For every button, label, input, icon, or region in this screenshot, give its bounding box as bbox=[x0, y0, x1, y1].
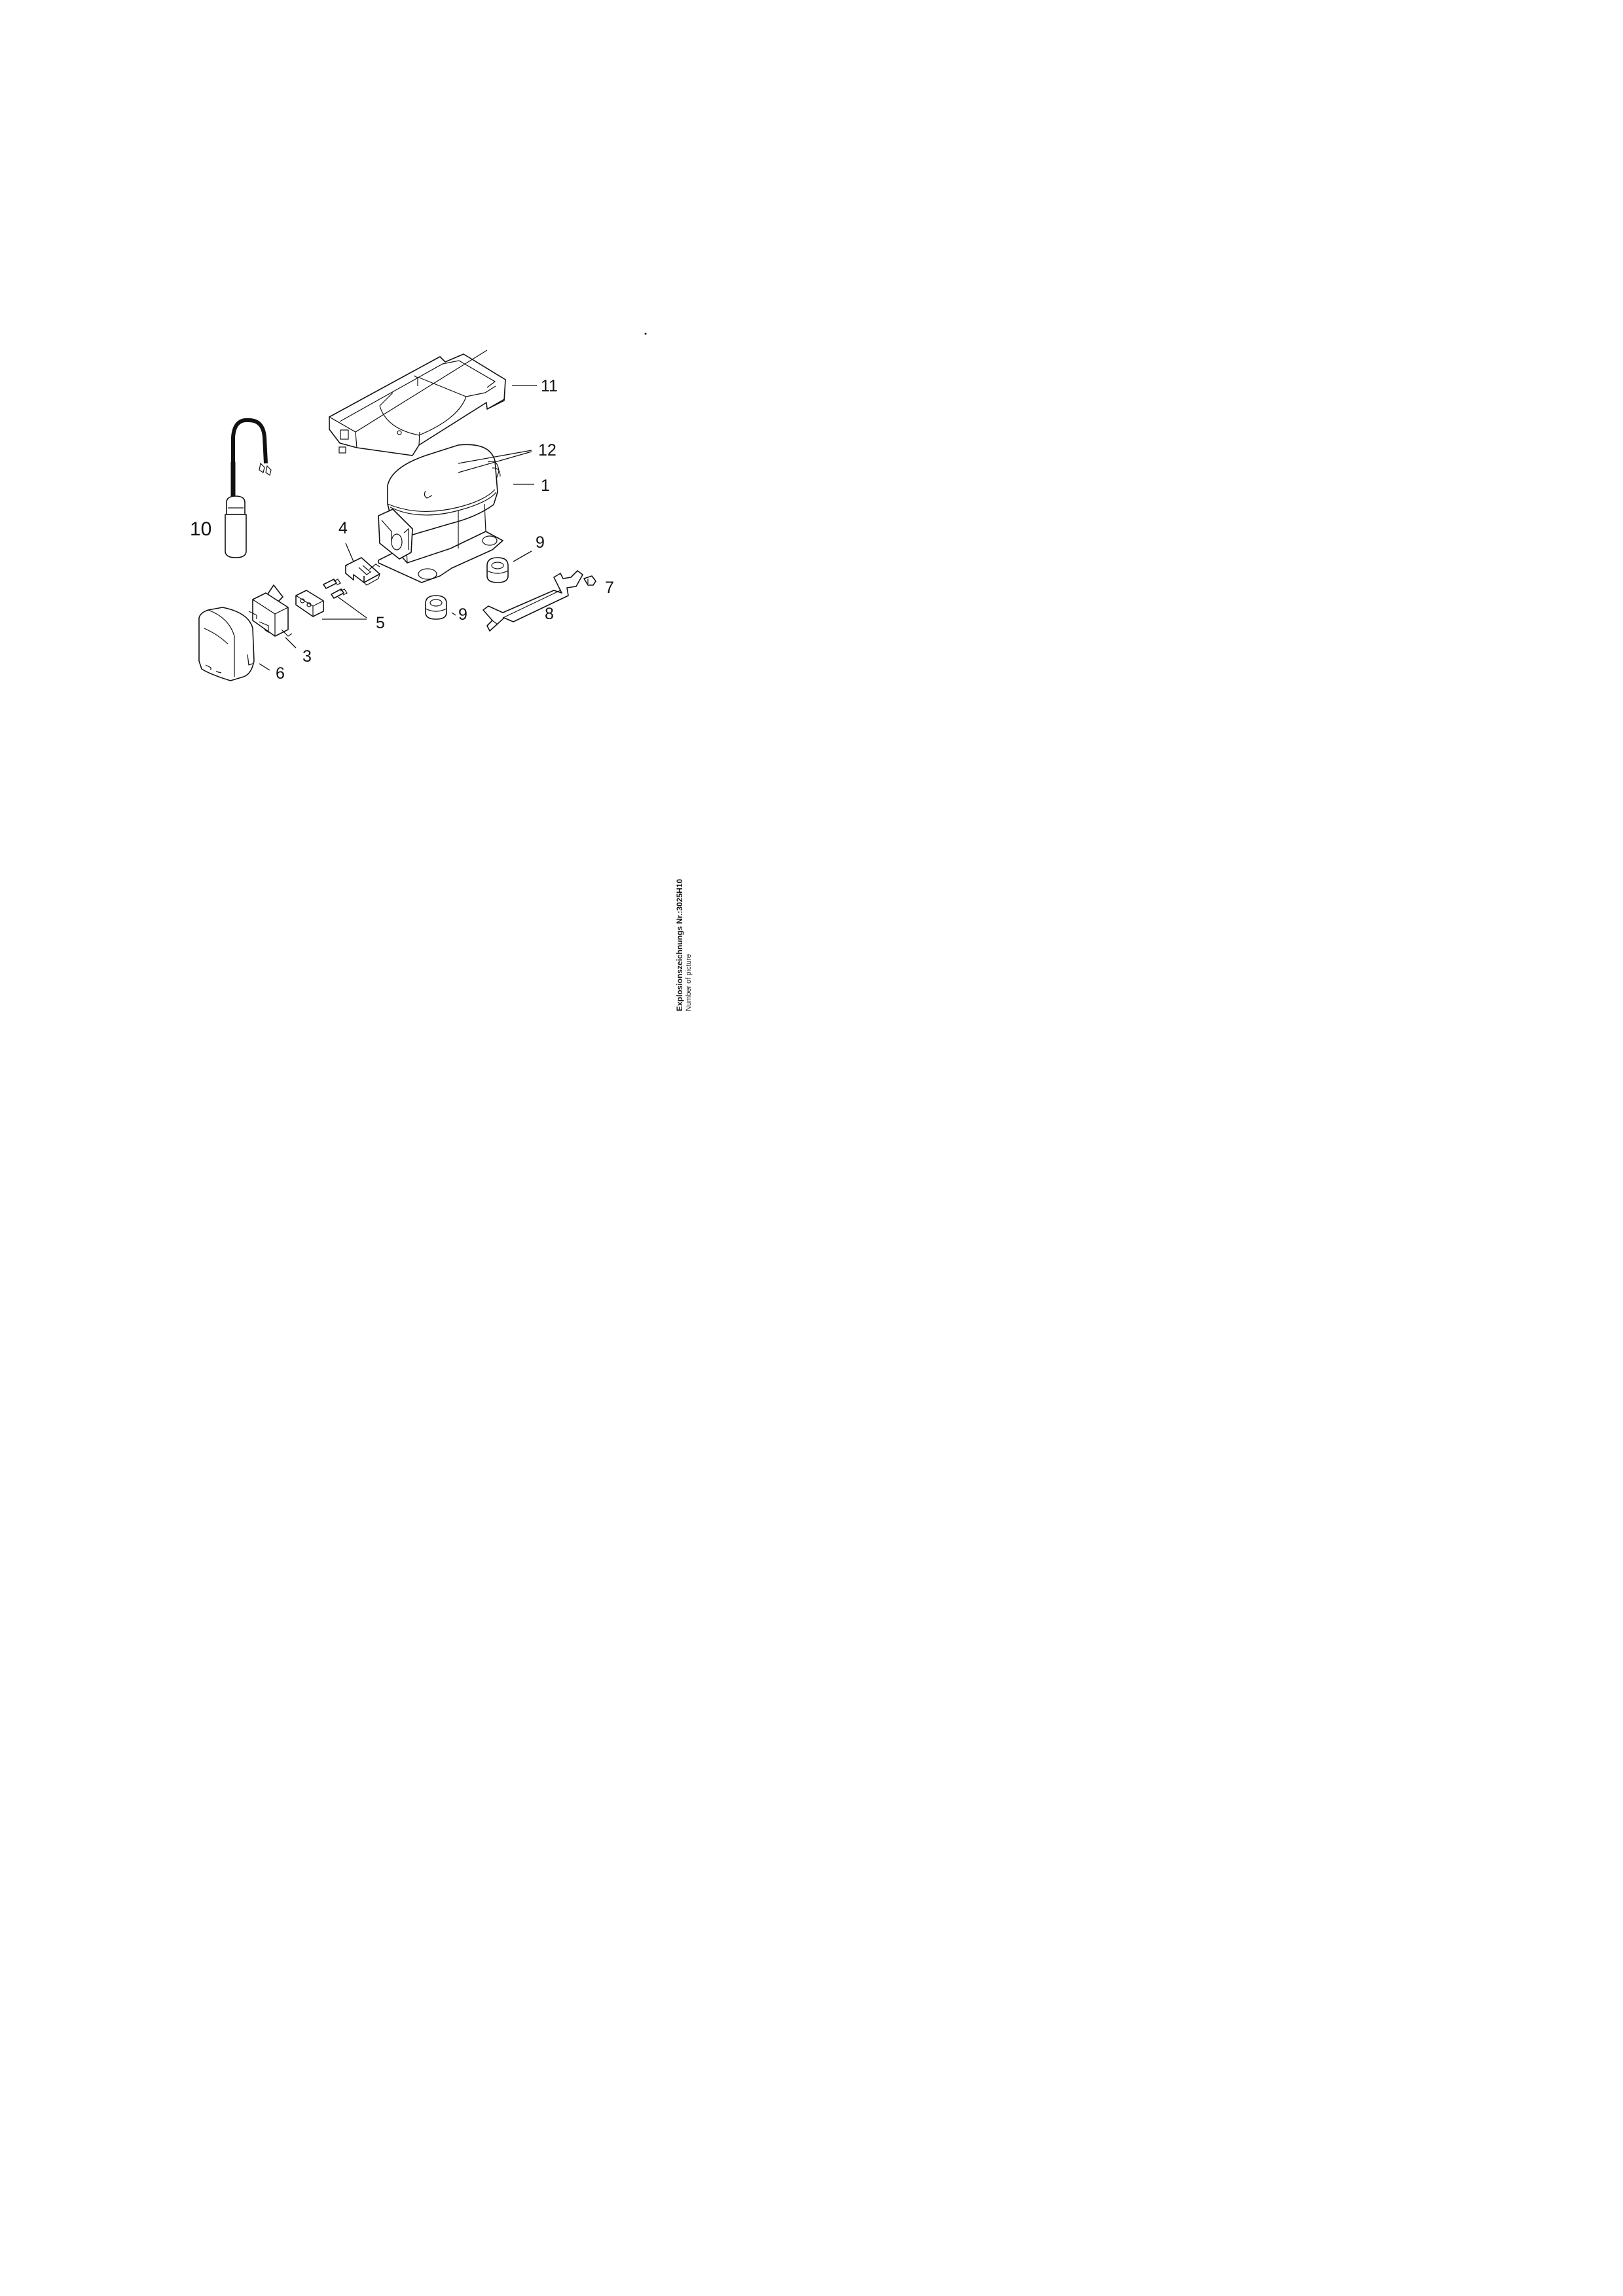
stray-dot bbox=[644, 332, 647, 335]
callout-4: 4 bbox=[338, 519, 348, 537]
callout-12: 12 bbox=[538, 441, 556, 459]
callout-8: 8 bbox=[545, 605, 554, 623]
callout-5: 5 bbox=[376, 614, 385, 632]
part-8-rail bbox=[483, 570, 583, 632]
part-5-screws bbox=[295, 579, 348, 617]
part-9-grommet-upper bbox=[486, 557, 509, 583]
callout-11: 11 bbox=[541, 377, 558, 395]
callout-9-upper: 9 bbox=[536, 533, 545, 552]
part-4-clip bbox=[345, 557, 380, 586]
part-6-cover bbox=[198, 607, 255, 681]
callout-7: 7 bbox=[605, 579, 614, 597]
picture-number-caption: Explosionszeichnungs Nr.:3025H10 Number … bbox=[675, 854, 693, 1011]
callout-9-lower: 9 bbox=[458, 605, 467, 624]
caption-line-2: Number of picture bbox=[685, 954, 693, 1011]
callout-6: 6 bbox=[276, 664, 285, 683]
part-3-relay bbox=[248, 584, 293, 637]
part-7-clip bbox=[583, 575, 596, 586]
leader-lines bbox=[259, 385, 537, 671]
callout-1: 1 bbox=[541, 476, 550, 495]
caption-line-1: Explosionszeichnungs Nr.:3025H10 bbox=[675, 878, 684, 1011]
part-1-compressor bbox=[378, 444, 503, 583]
exploded-parts-diagram: 11 12 1 9 7 8 9 4 5 3 6 10 bbox=[190, 332, 647, 683]
callout-3: 3 bbox=[302, 647, 312, 666]
part-11-tray bbox=[329, 350, 506, 456]
part-9-grommet-lower bbox=[425, 595, 447, 620]
callout-10: 10 bbox=[190, 518, 211, 540]
part-10-capacitor bbox=[225, 418, 272, 558]
